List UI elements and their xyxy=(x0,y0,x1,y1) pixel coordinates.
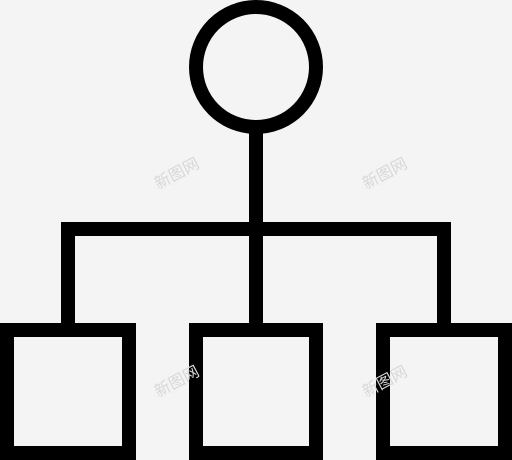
left-child-node-square xyxy=(0,323,136,460)
right-child-node-square xyxy=(376,323,512,460)
center-child-node-square xyxy=(189,323,323,460)
root-node-circle xyxy=(189,0,323,134)
